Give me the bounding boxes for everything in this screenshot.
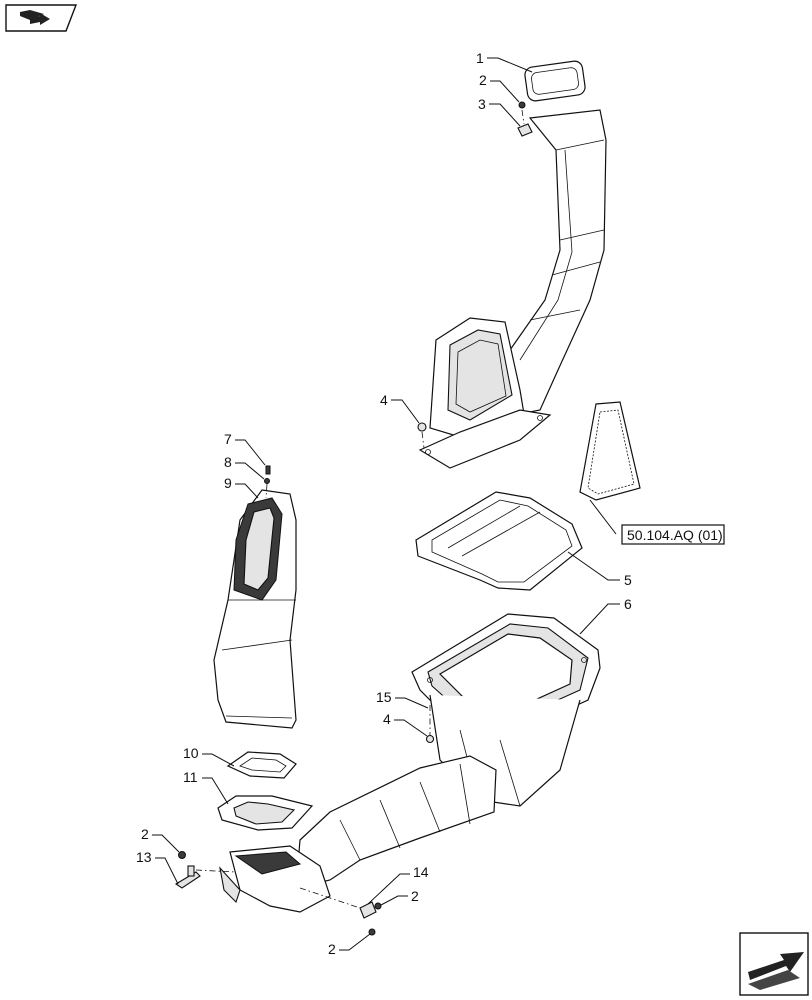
next-page-arrow-icon[interactable] xyxy=(739,932,809,996)
callout-13: 13 xyxy=(136,849,152,865)
reference-gasket xyxy=(579,401,641,501)
washer-8 xyxy=(264,478,270,484)
vertical-duct-9 xyxy=(213,465,297,729)
callout-2-left: 2 xyxy=(141,826,149,842)
gasket-10 xyxy=(226,751,297,779)
upper-air-duct xyxy=(417,60,607,469)
callout-2-right: 2 xyxy=(411,888,419,904)
callout-5: 5 xyxy=(624,572,632,588)
clip-14 xyxy=(359,901,377,919)
callout-4-mid: 4 xyxy=(383,711,391,727)
callout-3: 3 xyxy=(478,96,486,112)
alignment-lines xyxy=(195,109,525,909)
nut-4-mid xyxy=(425,734,435,744)
bolt-2-bottom xyxy=(368,928,376,936)
callout-11: 11 xyxy=(183,769,198,785)
callout-10: 10 xyxy=(183,745,199,761)
gasket-11 xyxy=(217,795,314,831)
callout-4-top: 4 xyxy=(380,392,388,408)
callout-7: 7 xyxy=(224,431,232,447)
bolt-2-left xyxy=(178,851,186,859)
callout-2-bottom: 2 xyxy=(328,941,336,957)
screw-7 xyxy=(265,465,271,475)
lower-air-duct xyxy=(219,755,497,913)
callout-15: 15 xyxy=(376,689,392,705)
reference-label: 50.104.AQ (01) xyxy=(627,527,723,543)
gasket-1 xyxy=(524,60,586,102)
callout-2-top: 2 xyxy=(479,72,487,88)
nut-4-top xyxy=(417,422,427,432)
clip-3 xyxy=(517,123,533,137)
callout-6: 6 xyxy=(624,596,632,612)
callout-group: 1 2 3 4 7 8 9 5 6 15 4 10 11 xyxy=(136,50,632,957)
lower-hardware xyxy=(174,734,435,936)
callout-8: 8 xyxy=(224,454,232,470)
callout-1: 1 xyxy=(476,50,484,66)
reference-link[interactable]: 50.104.AQ (01) xyxy=(589,499,725,545)
bolt-2-right xyxy=(374,902,382,910)
book-with-arrow-icon[interactable] xyxy=(5,4,78,32)
bolt-2-top xyxy=(518,101,526,109)
callout-14: 14 xyxy=(413,864,429,880)
callout-9: 9 xyxy=(224,475,232,491)
gasket-5 xyxy=(415,491,583,591)
